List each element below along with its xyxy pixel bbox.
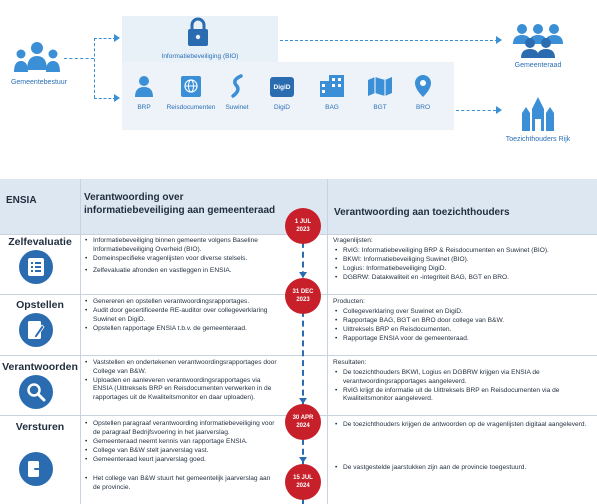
connector-left-bottom — [94, 98, 116, 99]
list-item: BKWI: Informatiebeveiliging Suwinet (BIO… — [334, 256, 596, 265]
council-members-icon — [508, 22, 568, 58]
column-divider — [80, 179, 81, 504]
location-pin-icon — [414, 74, 432, 98]
send-icon — [19, 452, 53, 486]
lock-icon — [186, 17, 210, 47]
connector-to-supervisors — [456, 110, 496, 111]
row-title-opstellen: Opstellen — [16, 299, 64, 311]
list-versturen-toezicht: De toezichthouders krijgen de antwoorden… — [334, 421, 596, 473]
list-item: De vastgestelde jaarstukken zijn aan de … — [334, 464, 596, 473]
system-brp: BRP — [137, 104, 151, 111]
magnifier-icon — [19, 375, 53, 409]
arrow-to-supervisors — [496, 106, 502, 114]
header-ensia: ENSIA — [6, 195, 37, 206]
list-item: Uittreksels BRP en Reisdocumenten. — [334, 326, 596, 335]
arrow-to-security — [114, 34, 120, 42]
list-item: Audit door gecertificeerde RE-auditor ov… — [84, 307, 278, 324]
actor-toezichthouders: Toezichthouders Rijk — [505, 136, 571, 143]
list-item: Rapportage BAG, BGT en BRO door college … — [334, 317, 596, 326]
person-icon — [134, 75, 154, 97]
list-item: Uploaden en aanleveren verantwoordingsra… — [84, 377, 278, 403]
connector-left — [64, 58, 94, 59]
list-item: Opstellen paragraaf verantwoording infor… — [84, 420, 278, 437]
list-item: Informatiebeveiliging binnen gemeente vo… — [84, 237, 278, 254]
security-label: Informatiebeveiliging (BIO) — [161, 53, 239, 60]
system-reisdocumenten: Reisdocumenten — [166, 104, 216, 111]
intro-resultaten: Resultaten: — [333, 359, 367, 366]
connector-left-vertical — [94, 38, 95, 98]
list-item: College van B&W stelt jaarverslag vast. — [84, 447, 278, 456]
buildings-icon — [320, 75, 344, 97]
list-versturen-gemeente: Opstellen paragraaf verantwoording infor… — [84, 420, 278, 493]
system-bag: BAG — [325, 104, 339, 111]
list-opstellen-toezicht: Collegeverklaring over Suwinet en DigiD.… — [334, 308, 596, 344]
list-item: Vaststellen en ondertekenen verantwoordi… — [84, 359, 278, 376]
list-opstellen-gemeente: Genereren en opstellen verantwoordingsra… — [84, 298, 278, 334]
connector-to-council — [280, 40, 498, 41]
list-verantwoorden-gemeente: Vaststellen en ondertekenen verantwoordi… — [84, 359, 278, 403]
checklist-icon — [19, 250, 53, 284]
government-building-icon — [518, 95, 558, 131]
council-group-icon — [14, 40, 60, 76]
intro-producten: Producten: — [333, 298, 365, 305]
system-digid: DigiD — [274, 104, 290, 111]
globe-icon — [181, 76, 201, 97]
header-gemeenteraad: Verantwoording over informatiebeveiligin… — [84, 192, 276, 216]
timeline-arrow — [299, 272, 307, 278]
actor-gemeentebestuur: Gemeentebestuur — [10, 79, 68, 86]
arrow-to-council — [496, 36, 502, 44]
list-item: Zelfevaluatie afronden en vastleggen in … — [84, 267, 278, 276]
list-verantwoorden-toezicht: De toezichthouders BKWI, Logius en DGBRW… — [334, 369, 596, 404]
map-icon — [367, 76, 393, 97]
list-item: DGBRW: Datakwaliteit en -integriteit BAG… — [334, 274, 596, 283]
system-suwinet: Suwinet — [225, 104, 249, 111]
digid-icon: DigiD — [270, 77, 294, 97]
actor-gemeenteraad: Gemeenteraad — [514, 62, 562, 69]
timeline-arrow — [299, 457, 307, 463]
system-bro: BRO — [415, 104, 431, 111]
list-item: Genereren en opstellen verantwoordingsra… — [84, 298, 278, 307]
list-item: Domeinspecifieke vragenlijsten voor dive… — [84, 255, 278, 264]
list-item: RvIG: Informatiebeveiliging BRP & Reisdo… — [334, 247, 596, 256]
system-bgt: BGT — [373, 104, 387, 111]
list-item: Rapportage ENSIA voor de gemeenteraad. — [334, 335, 596, 344]
list-item: Gemeenteraad keurt jaarverslag goed. — [84, 456, 278, 465]
row-divider — [0, 355, 597, 356]
list-item: RvIG krijgt de informatie uit de Uittrek… — [334, 387, 596, 404]
row-title-zelfevaluatie: Zelfevaluatie — [8, 236, 72, 248]
list-zelfevaluatie-toezicht: RvIG: Informatiebeveiliging BRP & Reisdo… — [334, 247, 596, 283]
timeline-arrow — [299, 398, 307, 404]
connector-left-top — [94, 38, 116, 39]
arrow-to-systems — [114, 94, 120, 102]
list-item: De toezichthouders krijgen de antwoorden… — [334, 421, 596, 430]
row-title-verantwoorden: Verantwoorden — [2, 361, 78, 373]
list-item: De toezichthouders BKWI, Logius en DGBRW… — [334, 369, 596, 386]
suwinet-icon — [230, 74, 244, 98]
list-item: Gemeenteraad neemt kennis van rapportage… — [84, 438, 278, 447]
list-zelfevaluatie-gemeente: Informatiebeveiliging binnen gemeente vo… — [84, 237, 278, 276]
list-item: Opstellen rapportage ENSIA t.b.v. de gem… — [84, 325, 278, 334]
column-divider — [327, 179, 328, 504]
header-toezichthouders: Verantwoording aan toezichthouders — [334, 207, 510, 218]
edit-document-icon — [19, 313, 53, 347]
row-title-versturen: Versturen — [15, 421, 65, 433]
list-item: Collegeverklaring over Suwinet en DigiD. — [334, 308, 596, 317]
timeline — [302, 232, 304, 504]
intro-vragenlijsten: Vragenlijsten: — [333, 237, 373, 244]
list-item: Logius: Informatiebeveiliging DigiD. — [334, 265, 596, 274]
list-item: Het college van B&W stuurt het gemeentel… — [84, 475, 278, 492]
